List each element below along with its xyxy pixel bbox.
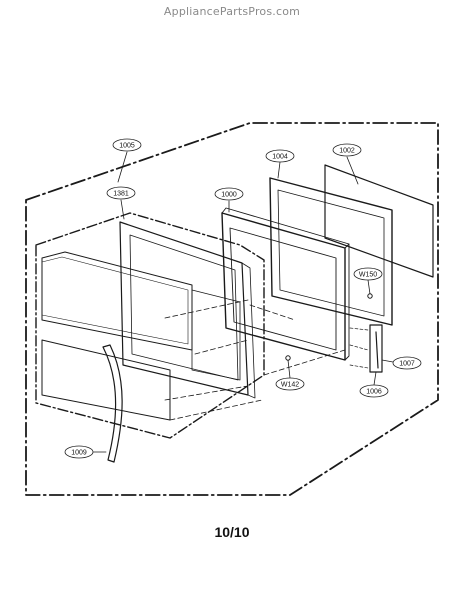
callout-1005-oval [112, 138, 142, 152]
door-frame-window [229, 227, 337, 351]
callout-1006: 1006 [366, 389, 382, 396]
alignment-lines [164, 299, 346, 421]
callout-1006-oval [359, 384, 389, 398]
inner-frame-slot [191, 289, 241, 381]
door-frame [221, 212, 346, 361]
callout-1000: 1000 [221, 192, 237, 199]
front-panel-upper-window [41, 256, 189, 345]
inner-frame-window [129, 234, 239, 381]
front-panel-upper [41, 251, 193, 351]
callout-1381-oval [106, 186, 136, 200]
callout-1000-oval [214, 187, 244, 201]
callout-w142-oval [275, 377, 305, 391]
latch-dash [349, 327, 369, 369]
callout-1381: 1381 [113, 191, 129, 198]
callout-1004: 1004 [272, 154, 288, 161]
door-handle [102, 344, 123, 463]
callout-1002-oval [332, 143, 362, 157]
inner-frame-edge [241, 262, 256, 399]
callout-1009: 1009 [71, 450, 87, 457]
callout-1005: 1005 [119, 143, 135, 150]
assembly-boundary [25, 122, 439, 496]
callout-1002: 1002 [339, 148, 355, 155]
screw-w142 [285, 355, 291, 361]
callout-1009-oval [64, 445, 94, 459]
callout-1004-oval [265, 149, 295, 163]
watermark: AppliancePartsPros.com [163, 5, 301, 18]
door-screen-inner [277, 189, 385, 317]
callout-w150-oval [353, 267, 383, 281]
screw-w150 [367, 293, 373, 299]
callout-1007: 1007 [399, 361, 415, 368]
callout-w150: W150 [359, 272, 377, 279]
callout-1007-oval [392, 356, 422, 370]
inner-frame [119, 221, 249, 396]
callout-w142: W142 [281, 382, 299, 389]
door-screen [269, 177, 393, 326]
page-number: 10/10 [214, 524, 250, 540]
door-latch [369, 324, 383, 373]
leader-lines [92, 151, 394, 453]
door-panel-outline [35, 212, 265, 439]
door-glass [324, 164, 434, 278]
